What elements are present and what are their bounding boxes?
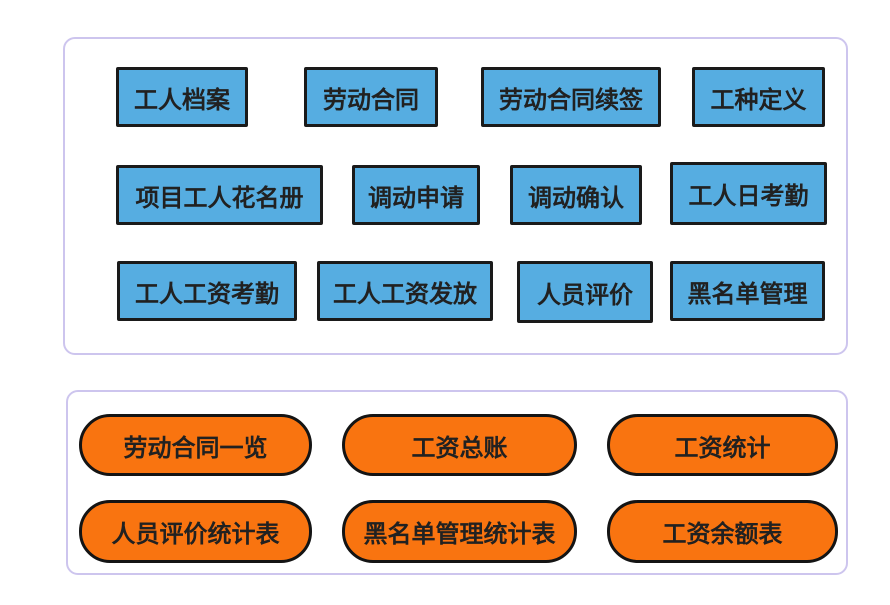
- report-button-wage-statistics[interactable]: 工资统计: [607, 414, 838, 476]
- module-button-transfer-confirmation[interactable]: 调动确认: [510, 165, 642, 225]
- module-button-labor-contract-renewal[interactable]: 劳动合同续签: [481, 67, 661, 127]
- report-panel: 劳动合同一览 工资总账 工资统计 人员评价统计表 黑名单管理统计表 工资余额表: [66, 390, 848, 575]
- module-button-transfer-application[interactable]: 调动申请: [352, 165, 480, 225]
- module-button-worker-wage-attendance[interactable]: 工人工资考勤: [117, 261, 297, 321]
- report-button-labor-contract-overview[interactable]: 劳动合同一览: [79, 414, 312, 476]
- report-button-wage-balance-sheet[interactable]: 工资余额表: [607, 500, 838, 563]
- report-button-blacklist-management-report[interactable]: 黑名单管理统计表: [342, 500, 577, 563]
- module-button-personnel-evaluation[interactable]: 人员评价: [517, 261, 653, 323]
- report-button-wage-ledger[interactable]: 工资总账: [342, 414, 577, 476]
- module-button-worker-wage-payment[interactable]: 工人工资发放: [317, 261, 493, 321]
- module-button-job-type-definition[interactable]: 工种定义: [692, 67, 825, 127]
- module-button-worker-archive[interactable]: 工人档案: [116, 67, 248, 127]
- module-button-blacklist-management[interactable]: 黑名单管理: [670, 261, 825, 321]
- report-button-personnel-evaluation-report[interactable]: 人员评价统计表: [79, 500, 312, 563]
- module-button-worker-daily-attendance[interactable]: 工人日考勤: [670, 162, 827, 225]
- module-panel: 工人档案 劳动合同 劳动合同续签 工种定义 项目工人花名册 调动申请 调动确认 …: [63, 37, 848, 355]
- module-button-labor-contract[interactable]: 劳动合同: [304, 67, 438, 127]
- module-button-project-worker-roster[interactable]: 项目工人花名册: [116, 165, 323, 225]
